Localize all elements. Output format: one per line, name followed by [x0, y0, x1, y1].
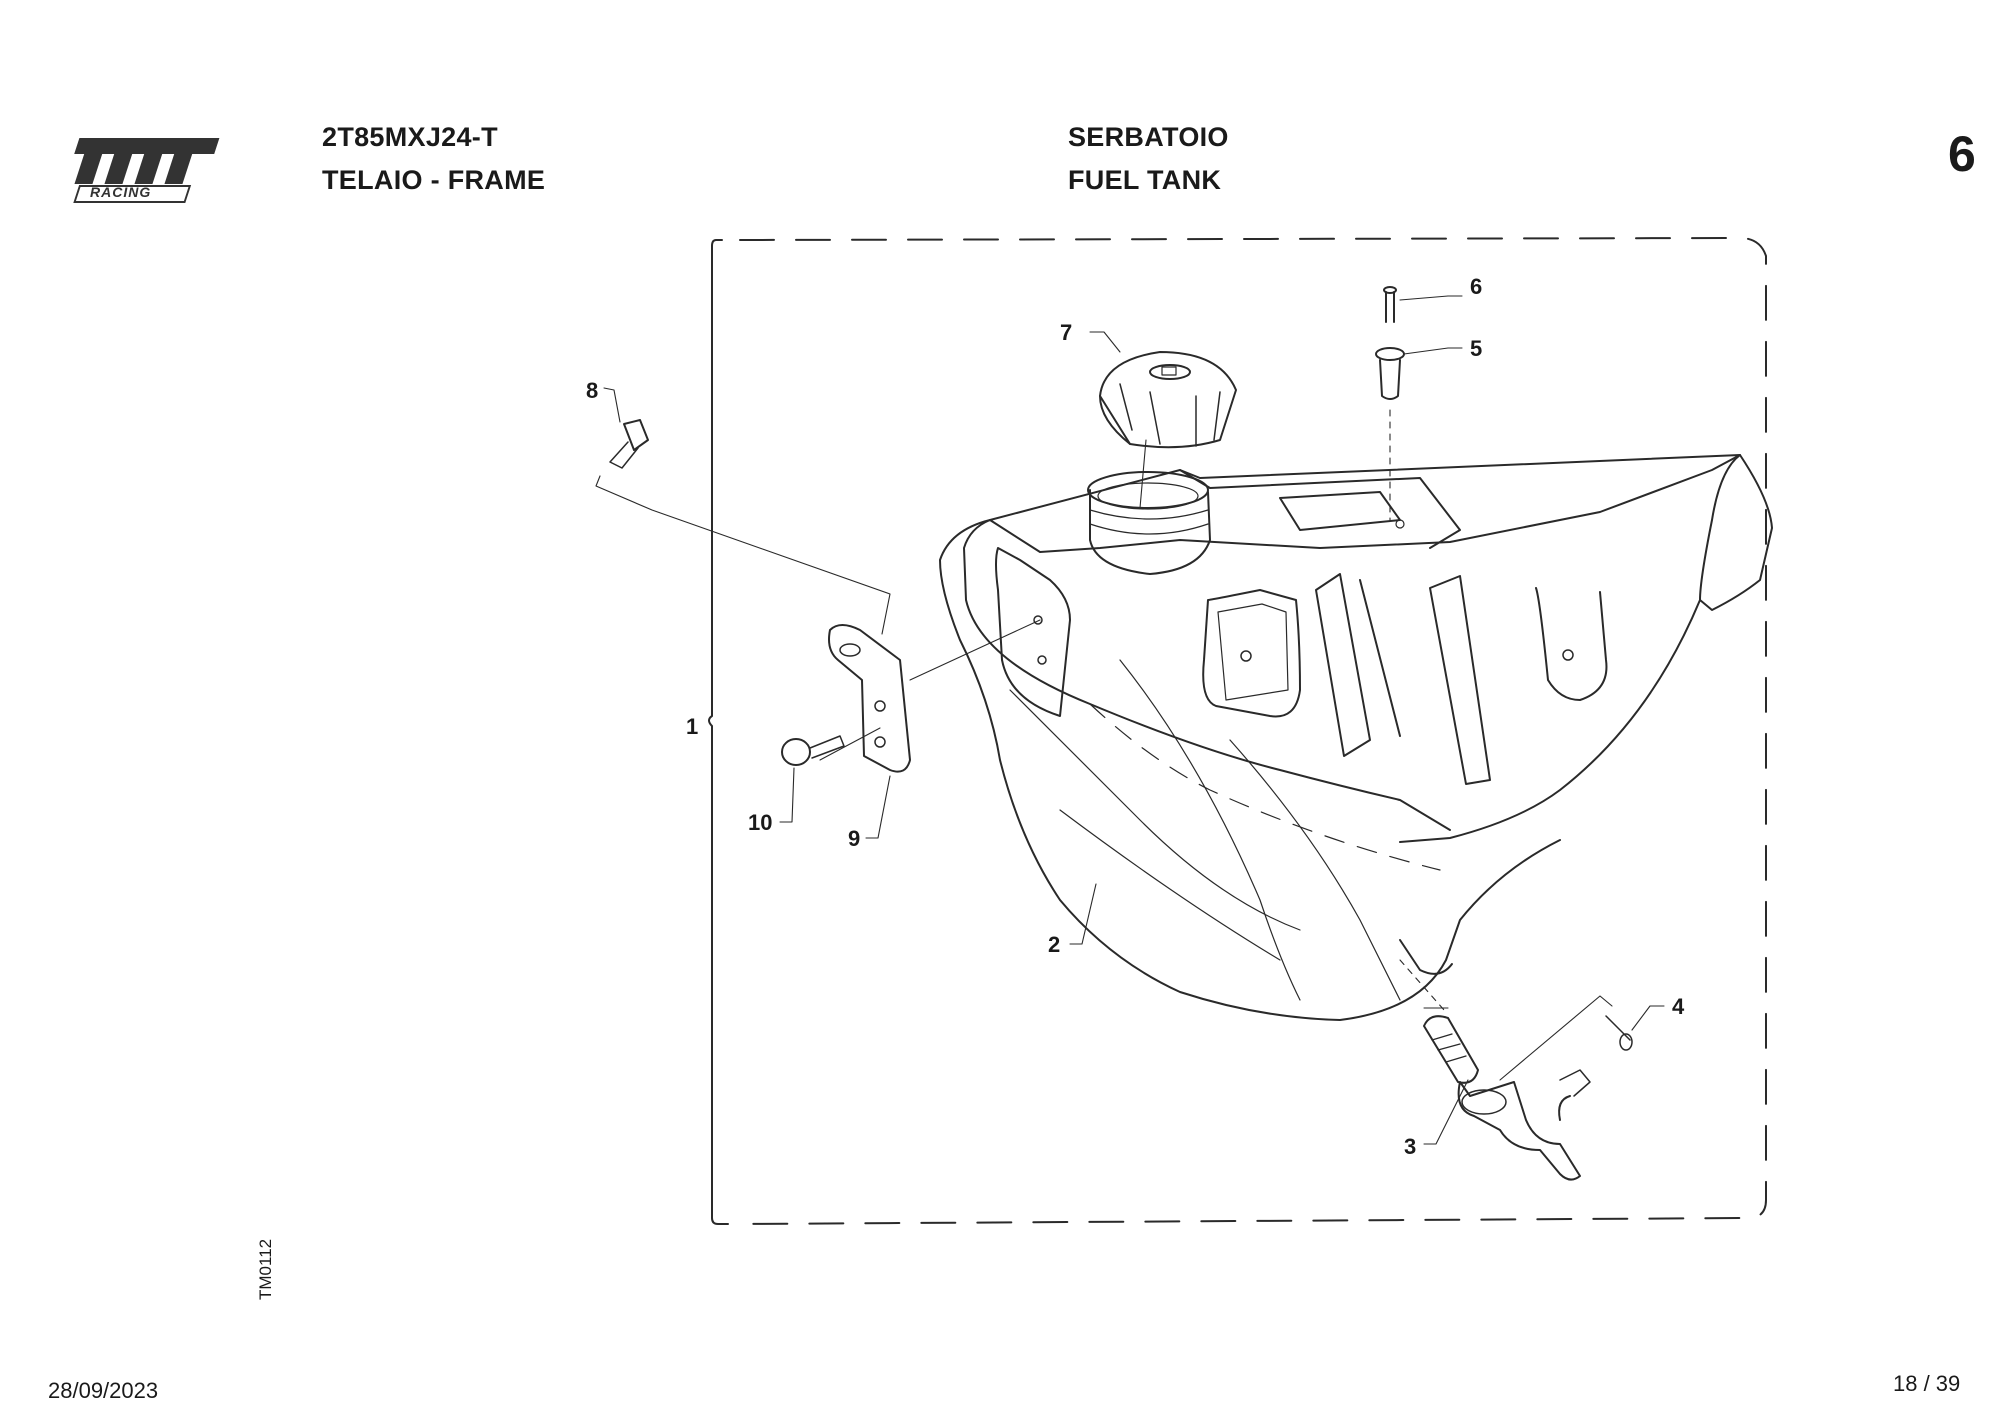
- print-date: 28/09/2023: [48, 1378, 159, 1403]
- assembly-bracket: [708, 239, 729, 1225]
- callout-3: 3: [1404, 1134, 1416, 1159]
- title-english: FUEL TANK: [1068, 165, 1222, 195]
- fuel-tank: [939, 454, 1773, 1021]
- callout-1: 1: [686, 714, 698, 739]
- fuel-petcock-3: [1423, 1015, 1591, 1181]
- assembly-lines: [595, 409, 1613, 1081]
- screw-8: [609, 419, 649, 469]
- group-number: 6: [1948, 126, 1976, 182]
- callout-4: 4: [1672, 994, 1685, 1019]
- group-title: TELAIO - FRAME: [322, 165, 546, 195]
- logo-graphic: [73, 138, 220, 203]
- rubber-grommet-5: [1375, 347, 1405, 400]
- callout-9: 9: [848, 826, 860, 851]
- bracket-9: [828, 624, 911, 773]
- logo-sub-text: RACING: [90, 184, 152, 200]
- assembly-outline: [739, 237, 1767, 1225]
- callout-leaders: [603, 295, 1665, 1145]
- page-number: 18 / 39: [1893, 1371, 1961, 1396]
- callout-2: 2: [1048, 932, 1060, 957]
- title-italian: SERBATOIO: [1068, 122, 1229, 152]
- screw-6: [1383, 286, 1397, 323]
- callout-numbers: 1 2 3 4 5 6 7 8 9 10: [586, 274, 1685, 1159]
- callout-8: 8: [586, 378, 598, 403]
- callout-6: 6: [1470, 274, 1482, 299]
- screw-10: [781, 735, 845, 766]
- screw-4: [1605, 1015, 1633, 1051]
- model-code: 2T85MXJ24-T: [322, 122, 498, 152]
- tm-racing-logo: RACING: [52, 130, 222, 210]
- callout-7: 7: [1060, 320, 1072, 345]
- callout-5: 5: [1470, 336, 1482, 361]
- fuel-cap: [1099, 351, 1237, 449]
- callout-10: 10: [748, 810, 772, 835]
